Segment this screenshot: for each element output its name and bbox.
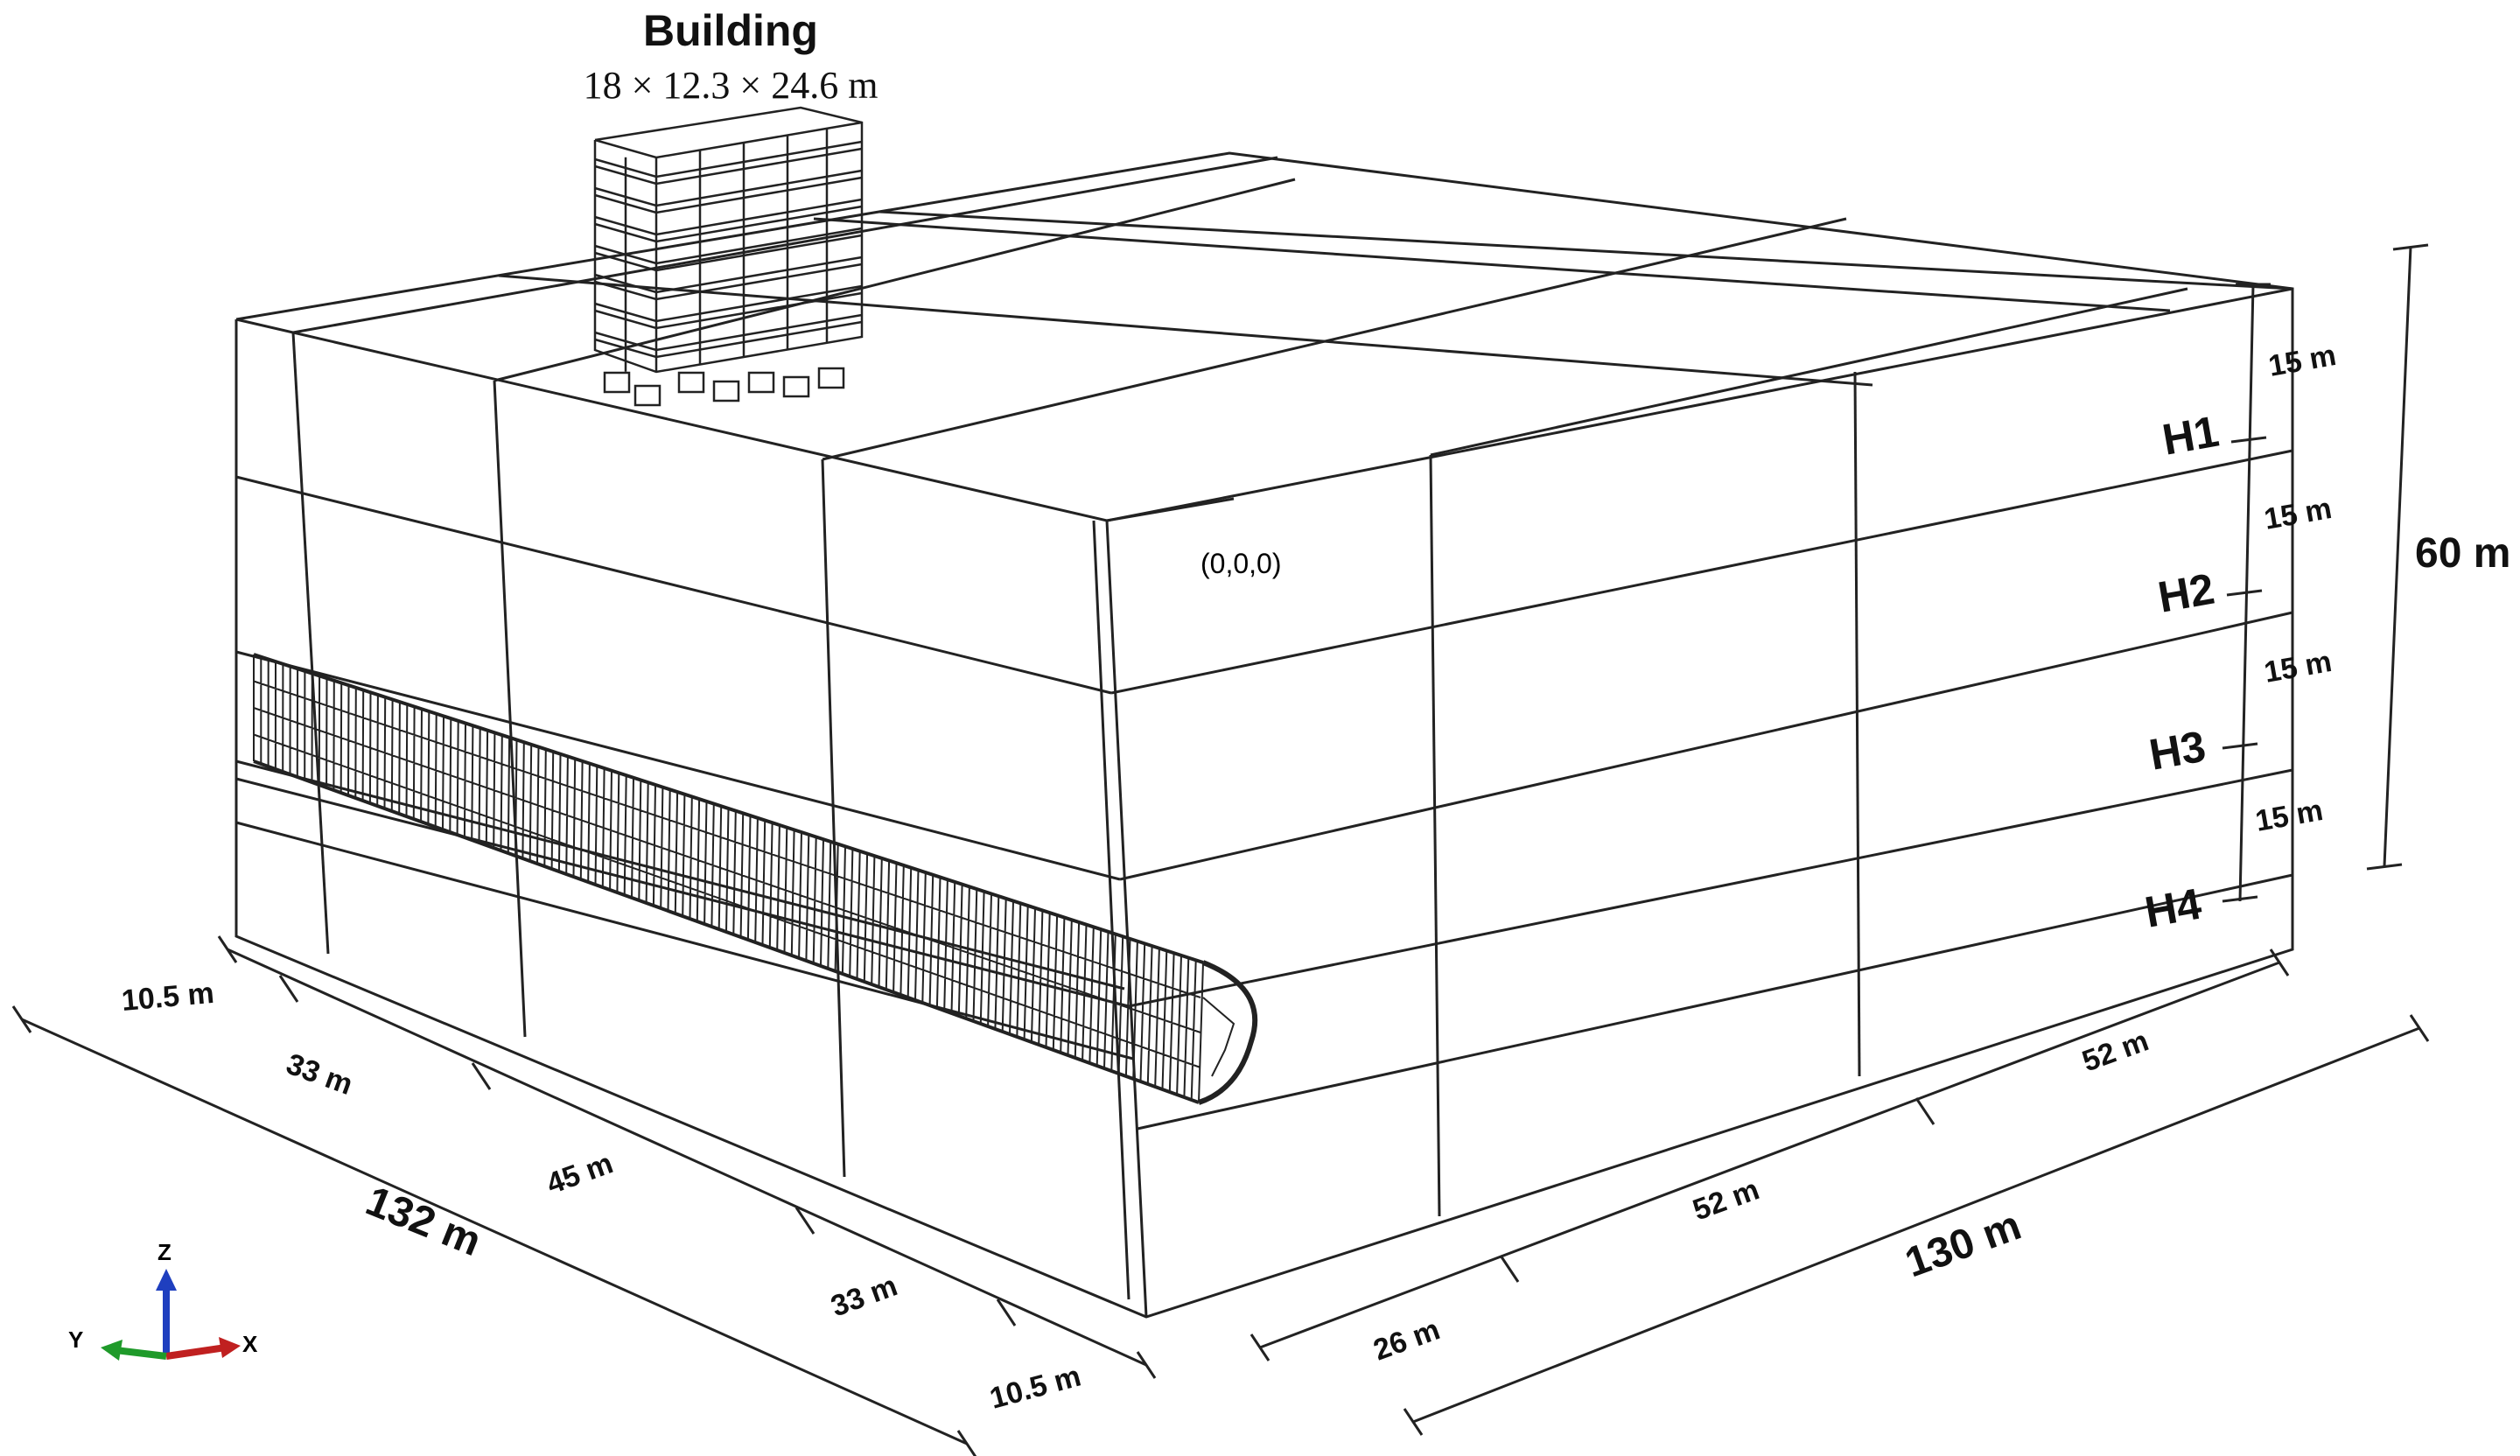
building-footing xyxy=(747,371,775,394)
length-segment-1: 10.5 m xyxy=(120,976,215,1018)
building-floor-slab xyxy=(594,169,863,207)
block-outline xyxy=(234,151,2294,1319)
width-segment-3: 52 m xyxy=(2078,1024,2153,1078)
layer-label-h3: H3 xyxy=(2146,722,2209,780)
top-grid-1 xyxy=(292,156,1278,334)
layer-label-h4: H4 xyxy=(2141,879,2205,937)
layer-thickness-h4: 15 m xyxy=(2253,794,2326,838)
building-roof-edge xyxy=(594,121,863,159)
layer-line-right-4 xyxy=(1137,873,2293,1130)
building-floor-slab xyxy=(594,147,863,186)
total-height-label: 60 m xyxy=(2415,530,2510,577)
layer-thickness-h1: 15 m xyxy=(2266,339,2339,383)
length-segment-5: 10.5 m xyxy=(986,1360,1084,1416)
length-total-label: 132 m xyxy=(360,1178,487,1265)
top-grid-6 xyxy=(878,210,2293,290)
building-dimensions: 18 × 12.3 × 24.6 m xyxy=(584,64,878,107)
y-axis-head xyxy=(101,1340,122,1361)
width-segment-line xyxy=(1259,961,2280,1349)
vdiv-left-1 xyxy=(291,332,330,955)
layer-line-right-2 xyxy=(1119,611,2293,881)
building-columns xyxy=(624,128,829,372)
axis-triad: Z Y X xyxy=(68,1239,258,1361)
top-grid-7 xyxy=(1430,287,2188,457)
length-segment-3: 45 m xyxy=(542,1146,618,1200)
width-segment-1: 26 m xyxy=(1369,1312,1445,1367)
tunnel-bottom-edge xyxy=(253,760,1200,1104)
layer-line-right-3 xyxy=(1128,768,2293,1008)
building-footing xyxy=(634,384,662,407)
length-segment-2: 33 m xyxy=(282,1047,357,1102)
building-floor-slab xyxy=(594,320,863,359)
top-grid-5 xyxy=(813,217,2171,312)
width-total-label: 130 m xyxy=(1900,1202,2027,1286)
y-axis-label: Y xyxy=(68,1326,83,1353)
building-title: Building xyxy=(643,6,818,55)
layer-thickness-h2: 15 m xyxy=(2262,492,2334,536)
building-outline xyxy=(593,106,864,374)
building-floor-slab xyxy=(594,227,863,265)
vdiv-right-1 xyxy=(1429,454,1441,1217)
building-floor-slab xyxy=(594,176,863,214)
front-corner-edge xyxy=(1105,520,1148,1318)
building-footing xyxy=(817,367,845,389)
y-axis-arrow xyxy=(115,1347,167,1360)
tunnel xyxy=(253,653,1258,1105)
building-floor-slab xyxy=(594,284,863,323)
layer-label-h2: H2 xyxy=(2154,564,2218,622)
layer-thickness-h3: 15 m xyxy=(2262,645,2334,690)
vdiv-left-2 xyxy=(493,380,527,1038)
width-dimension-lines xyxy=(1250,948,2430,1436)
z-axis-head xyxy=(156,1269,177,1291)
building-frame xyxy=(593,106,864,407)
total-height-dim-line xyxy=(2383,246,2412,867)
building-floor-slab xyxy=(594,256,863,294)
length-segment-4: 33 m xyxy=(827,1269,902,1323)
vdiv-right-2 xyxy=(1853,371,1861,1077)
tunnel-face-arc xyxy=(1198,960,1258,1105)
building-floors xyxy=(594,140,863,359)
vdiv-left-3 xyxy=(821,458,846,1178)
building-floor-slab xyxy=(594,291,863,330)
soil-block xyxy=(234,151,2294,1319)
length-segment-line xyxy=(227,948,1147,1367)
vdiv-left-4 xyxy=(1092,520,1130,1300)
height-dimension-lines xyxy=(2222,243,2429,903)
layer-line-left-2 xyxy=(235,650,1121,881)
x-axis-label: X xyxy=(242,1331,258,1357)
layer-label-h1: H1 xyxy=(2159,407,2222,465)
building-footing xyxy=(782,375,810,398)
width-total-line xyxy=(1412,1026,2420,1424)
x-axis-arrow xyxy=(165,1344,227,1360)
top-grid-4 xyxy=(498,274,1873,387)
building-floor-slab xyxy=(594,140,863,178)
top-grid-2 xyxy=(494,178,1296,382)
layer-line-left-1 xyxy=(235,475,1112,695)
building-footing xyxy=(712,380,740,402)
origin-label: (0,0,0) xyxy=(1200,548,1281,579)
building-foundation xyxy=(603,367,845,407)
building-footing xyxy=(603,371,631,394)
length-dimension-lines xyxy=(11,935,1157,1456)
top-grid-3 xyxy=(822,217,1847,461)
building-floor-slab xyxy=(594,198,863,236)
z-axis-label: Z xyxy=(158,1239,172,1265)
layer-line-left-5 xyxy=(235,821,1134,1060)
length-total-line xyxy=(21,1018,968,1446)
layer-line-right-1 xyxy=(1110,449,2293,695)
building-floor-slab xyxy=(594,262,863,301)
building-floor-slab xyxy=(594,205,863,243)
top-front-edge xyxy=(235,287,2293,522)
tunnel-face-inner xyxy=(1202,997,1236,1077)
building-floor-slab xyxy=(594,313,863,352)
top-grid-8 xyxy=(1106,497,1235,522)
tunnel-top-edge xyxy=(253,653,1204,964)
x-axis-head xyxy=(219,1337,241,1358)
building-floor-slab xyxy=(594,234,863,272)
tunnel-lining-hatch xyxy=(253,654,1204,1103)
building-footing xyxy=(677,371,705,394)
